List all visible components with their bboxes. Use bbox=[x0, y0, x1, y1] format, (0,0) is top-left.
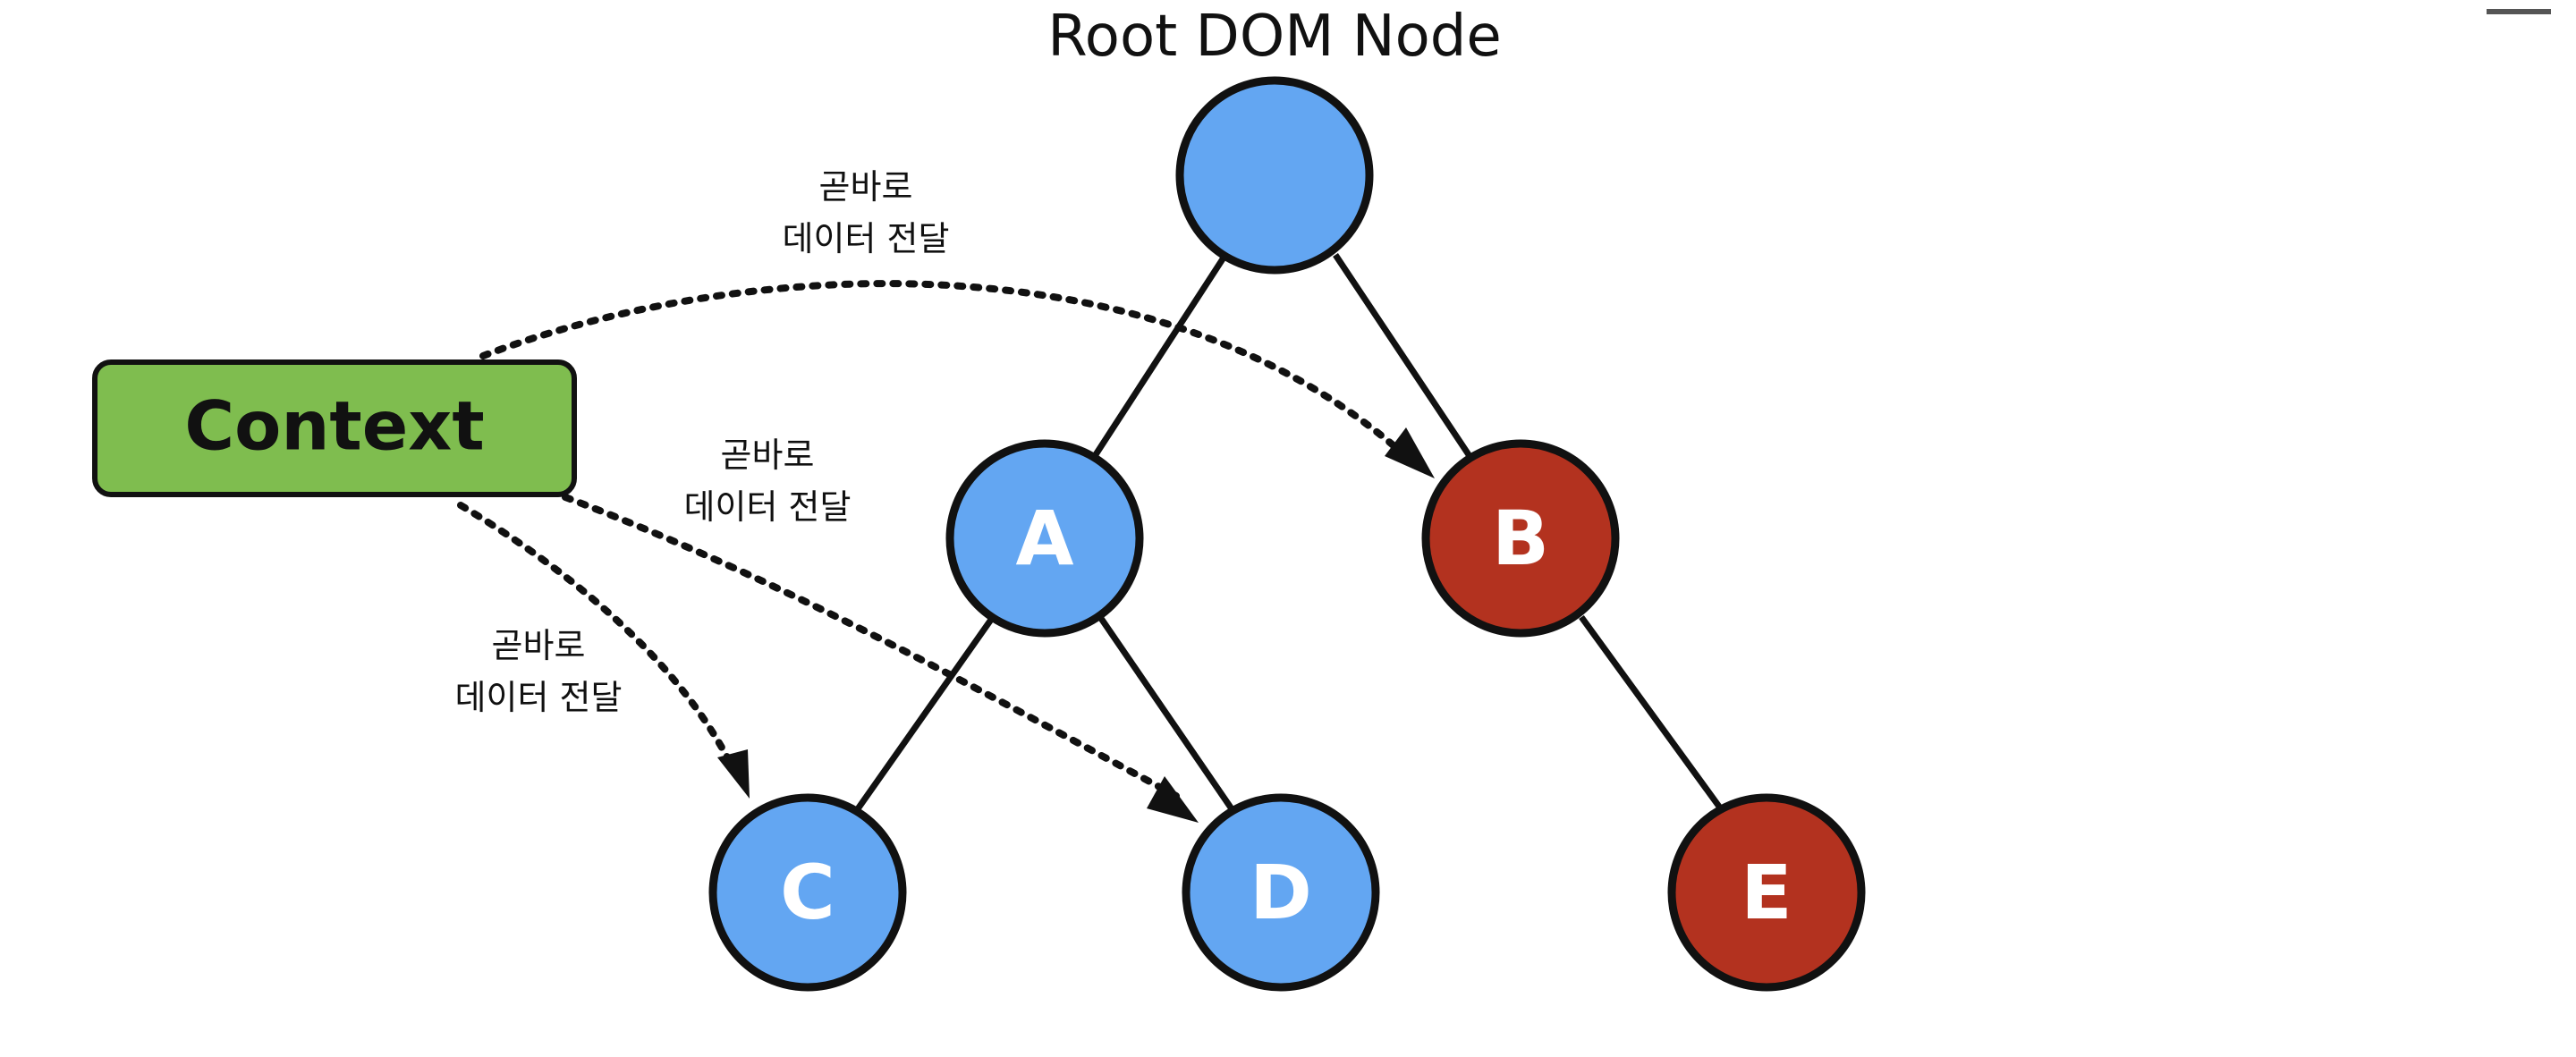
node-e: E bbox=[1667, 793, 1866, 992]
edge-a-c bbox=[854, 614, 996, 813]
annotation-to-c-line1: 곧바로 bbox=[492, 626, 586, 665]
edge-root-a bbox=[1090, 253, 1228, 461]
node-e-circle bbox=[1667, 793, 1866, 992]
edge-a-d bbox=[1097, 615, 1235, 812]
context-arrows bbox=[457, 280, 1435, 823]
annotation-to-d: 곧바로 데이터 전달 bbox=[684, 435, 852, 527]
arrow-context-to-c bbox=[457, 502, 737, 773]
annotation-to-b-line2: 데이터 전달 bbox=[783, 219, 950, 258]
node-b-label: B bbox=[1492, 495, 1549, 582]
arrow-context-to-d bbox=[562, 494, 1180, 799]
arrow-context-to-c-head bbox=[717, 749, 750, 799]
node-d: D bbox=[1182, 793, 1380, 992]
arrow-context-to-d-head bbox=[1147, 776, 1199, 823]
annotation-to-b: 곧바로 데이터 전달 bbox=[783, 167, 950, 258]
node-root-circle bbox=[1175, 76, 1374, 275]
node-d-label: D bbox=[1250, 849, 1312, 936]
node-b-circle bbox=[1421, 439, 1620, 638]
corner-mark bbox=[2487, 0, 2551, 14]
node-c-label: C bbox=[780, 849, 835, 936]
node-a: A bbox=[945, 439, 1144, 638]
arrow-context-to-b bbox=[479, 280, 1399, 451]
annotation-to-d-line2: 데이터 전달 bbox=[684, 487, 852, 527]
context-label: Context bbox=[184, 386, 484, 466]
annotation-to-c: 곧바로 데이터 전달 bbox=[455, 626, 623, 717]
node-a-circle bbox=[945, 439, 1144, 638]
node-d-circle bbox=[1182, 793, 1380, 992]
node-a-label: A bbox=[1015, 495, 1073, 582]
node-e-label: E bbox=[1741, 849, 1792, 936]
node-c: C bbox=[708, 793, 907, 992]
context-box-rect bbox=[92, 359, 577, 497]
annotation-to-d-line1: 곧바로 bbox=[721, 435, 815, 475]
tree-edges bbox=[854, 253, 1724, 813]
context-box: Context bbox=[92, 359, 577, 497]
node-c-circle bbox=[708, 793, 907, 992]
annotation-to-b-line1: 곧바로 bbox=[819, 167, 913, 207]
arrow-context-to-b-head bbox=[1385, 427, 1435, 478]
edge-root-b bbox=[1333, 253, 1474, 461]
node-root bbox=[1175, 76, 1374, 275]
root-title: Root DOM Node bbox=[1047, 4, 1502, 70]
edge-b-e bbox=[1579, 614, 1724, 813]
annotation-to-c-line2: 데이터 전달 bbox=[455, 678, 623, 717]
node-b: B bbox=[1421, 439, 1620, 638]
